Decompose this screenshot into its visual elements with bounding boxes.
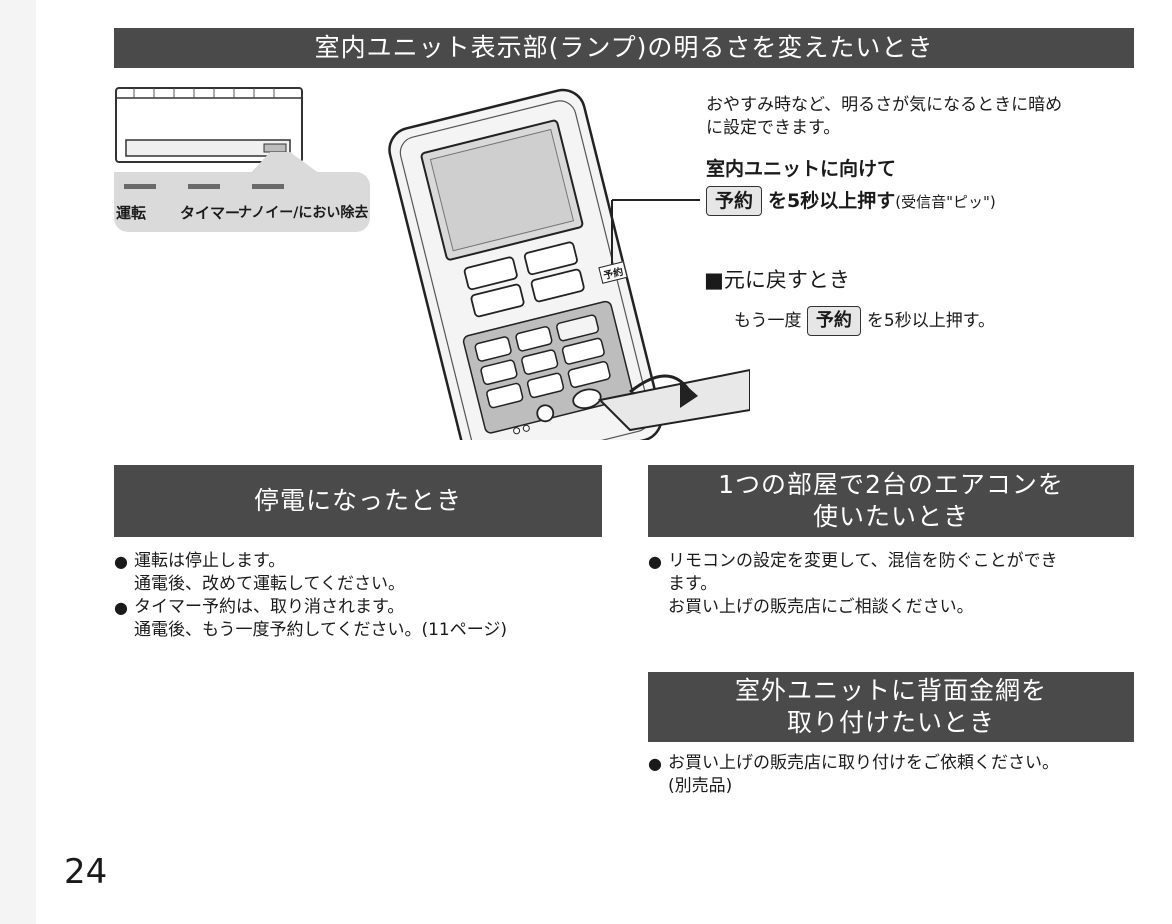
list-item-text: タイマー予約は、取り消されます。 <box>134 597 405 617</box>
section-title-brightness-text: 室内ユニット表示部(ランプ)の明るさを変えたいとき <box>314 33 934 62</box>
section-title-brightness: 室内ユニット表示部(ランプ)の明るさを変えたいとき <box>114 28 1134 68</box>
instruction-row: 予約を5秒以上押す(受信音"ピッ") <box>706 186 996 216</box>
lamp-callout-connector <box>250 152 320 174</box>
section-title-rear-net-line2: 取り付けたいとき <box>786 708 995 737</box>
page-margin <box>0 0 36 924</box>
lamp-indicator-timer <box>188 184 220 189</box>
brightness-description-line1: おやすみ時など、明るさが気になるときに暗め <box>706 95 1063 115</box>
section-title-power-outage-text: 停電になったとき <box>253 486 462 515</box>
section-title-rear-net-line1: 室外ユニットに背面金網を <box>734 676 1047 705</box>
reset-suffix: を5秒以上押す。 <box>866 311 996 331</box>
reset-heading: ■元に戻すとき <box>704 268 850 292</box>
section-title-two-units: 1つの部屋で2台のエアコンを 使いたいとき <box>648 465 1134 537</box>
instruction-action: を5秒以上押す <box>768 190 896 212</box>
lamp-label-nanoe: ナノイー/におい除去 <box>238 205 369 221</box>
two-units-text-line3: お買い上げの販売店にご相談ください。 <box>668 597 974 617</box>
reset-row: もう一度 予約を5秒以上押す。 <box>734 306 995 336</box>
brightness-description: おやすみ時など、明るさが気になるときに暗め に設定できます。 <box>706 94 1146 140</box>
two-units-text-line2: ます。 <box>668 574 718 594</box>
lamp-indicator-operation <box>124 184 156 189</box>
lamp-indicator-nanoe <box>252 184 284 189</box>
list-item: ● タイマー予約は、取り消されます。通電後、もう一度予約してください。(11ペー… <box>114 596 614 642</box>
bullet-mark: ● <box>114 552 128 571</box>
list-item-text: 通電後、もう一度予約してください。(11ページ) <box>134 620 508 640</box>
bullet-mark: ● <box>648 754 662 773</box>
rear-net-text-line1: お買い上げの販売店に取り付けをご依頼ください。 <box>668 753 1059 773</box>
reset-prefix: もう一度 <box>734 311 802 331</box>
indoor-lamp-panel: 運転 タイマー ナノイー/におい除去 <box>114 172 370 232</box>
remote-control-illustration <box>388 88 750 440</box>
section-title-two-units-line1: 1つの部屋で2台のエアコンを <box>718 470 1064 499</box>
section-title-two-units-line2: 使いたいとき <box>812 502 969 531</box>
list-item: ● 運転は停止します。通電後、改めて運転してください。 <box>114 550 614 596</box>
reset-reserve-key: 予約 <box>806 306 861 336</box>
power-outage-list: ● 運転は停止します。通電後、改めて運転してください。 ● タイマー予約は、取り… <box>114 550 614 642</box>
lamp-label-timer: タイマー <box>180 204 241 222</box>
bullet-mark: ● <box>114 598 128 617</box>
two-units-text-line1: リモコンの設定を変更して、混信を防ぐことができ <box>668 551 1058 571</box>
brightness-description-line2: に設定できます。 <box>706 118 841 138</box>
list-item-text: 運転は停止します。 <box>134 551 286 571</box>
section-title-rear-net: 室外ユニットに背面金網を 取り付けたいとき <box>648 672 1134 742</box>
instruction-note: (受信音"ピッ") <box>895 193 996 211</box>
page-number: 24 <box>64 852 108 892</box>
two-units-list-item: ● リモコンの設定を変更して、混信を防ぐことができ ます。 お買い上げの販売店に… <box>648 550 1148 619</box>
section-title-power-outage: 停電になったとき <box>114 465 602 537</box>
rear-net-text-line2: (別売品) <box>668 776 733 796</box>
reserve-key: 予約 <box>706 186 763 216</box>
list-item-text: 通電後、改めて運転してください。 <box>134 574 405 594</box>
rear-net-list-item: ● お買い上げの販売店に取り付けをご依頼ください。 (別売品) <box>648 752 1148 798</box>
bullet-mark: ● <box>648 552 662 571</box>
instruction-heading: 室内ユニットに向けて <box>706 158 897 180</box>
indoor-unit-illustration <box>115 87 303 163</box>
lamp-label-operation: 運転 <box>116 204 147 222</box>
